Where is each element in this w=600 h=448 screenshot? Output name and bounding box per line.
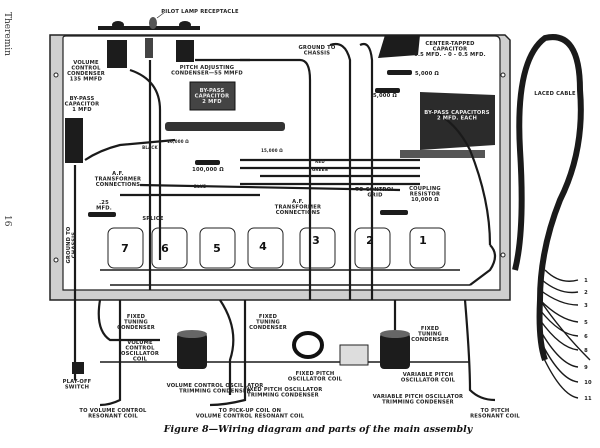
cable-lead-numbers: 1 2 3 5 6 8 9 10 11: [584, 278, 592, 402]
resistor-5000-b: [375, 88, 400, 93]
res-15000-label: 15,000 Ω: [261, 148, 283, 153]
pitch-condenser: [176, 40, 194, 62]
res-100000-label: 100,000 Ω: [192, 167, 224, 173]
page-number: 16: [2, 215, 12, 227]
lead-number: 8: [584, 348, 588, 354]
socket-3: 3: [299, 227, 336, 269]
variable-pitch-oscillator-coil: [380, 330, 410, 369]
variable-pitch-trimming-condenser: [339, 344, 369, 366]
coupling-resistor: [380, 210, 408, 215]
svg-text:4: 4: [259, 240, 267, 253]
pilot-lamp-label: PILOT LAMP RECEPTACLE: [161, 9, 239, 15]
fixed-pitch-oscillator-coil: [292, 331, 324, 359]
svg-text:2: 2: [366, 234, 374, 247]
lead-number: 5: [584, 320, 588, 326]
volume-oscillator-coil: [177, 330, 207, 369]
capacitor-25mfd: [88, 212, 116, 217]
play-off-switch: [72, 362, 84, 374]
res-5000-b-label: 5,000 Ω: [373, 93, 397, 99]
svg-text:5: 5: [213, 242, 221, 255]
socket-6: 6: [151, 227, 188, 269]
socket-5: 5: [199, 227, 236, 269]
lead-number: 6: [584, 334, 588, 340]
lead-number: 9: [584, 365, 588, 371]
knob-shaft: [145, 38, 153, 58]
socket-4: 4: [247, 227, 284, 269]
svg-text:6: 6: [161, 242, 169, 255]
figure-caption: Figure 8—Wiring diagram and parts of the…: [163, 424, 474, 435]
lead-number: 11: [584, 396, 592, 402]
center-tapped-capacitor: [378, 35, 420, 58]
laced-cable-label: LACED CABLE: [534, 91, 576, 97]
res-5000-a-label: 5,000 Ω: [415, 71, 439, 77]
resistor-5000-a: [387, 70, 412, 75]
wire-color-tags: BLACK BLUE GREEN RED: [142, 145, 328, 189]
wires: [73, 42, 497, 407]
cable-leads: [539, 269, 579, 399]
volume-condenser: [107, 40, 127, 68]
lead-number: 1: [584, 278, 588, 284]
svg-text:BLUE: BLUE: [194, 184, 206, 189]
svg-text:1: 1: [419, 234, 427, 247]
svg-text:GREEN: GREEN: [312, 167, 328, 172]
svg-text:3: 3: [312, 234, 320, 247]
lead-number: 2: [584, 290, 588, 296]
tube-sockets: 7 6 5 4 3 2 1: [107, 227, 446, 269]
ground-chassis-left-label: GROUND TOCHASSIS: [66, 226, 78, 263]
svg-text:BLACK: BLACK: [142, 145, 158, 150]
lead-number: 10: [584, 380, 592, 386]
socket-2: 2: [354, 227, 391, 269]
running-head: Theremin: [2, 12, 12, 56]
res-10000-label: 10,000 Ω: [167, 139, 189, 144]
bypass-capacitor-1mfd: [65, 118, 83, 163]
bypass-capacitors-2mfd-each: [420, 92, 495, 150]
pilot-lamp-receptacle: [98, 17, 200, 30]
svg-text:7: 7: [121, 242, 129, 255]
socket-7: 7: [107, 227, 144, 269]
lead-number: 3: [584, 303, 588, 309]
laced-cable: [512, 34, 591, 361]
svg-text:RED: RED: [315, 159, 325, 164]
capacitor-base: [400, 150, 485, 158]
resistor-strip: [165, 122, 285, 131]
socket-1: 1: [409, 227, 446, 269]
resistor-100000: [195, 160, 220, 165]
bypass-capacitor-2mfd: [189, 81, 236, 111]
splice-label: SPLICE: [142, 216, 164, 222]
